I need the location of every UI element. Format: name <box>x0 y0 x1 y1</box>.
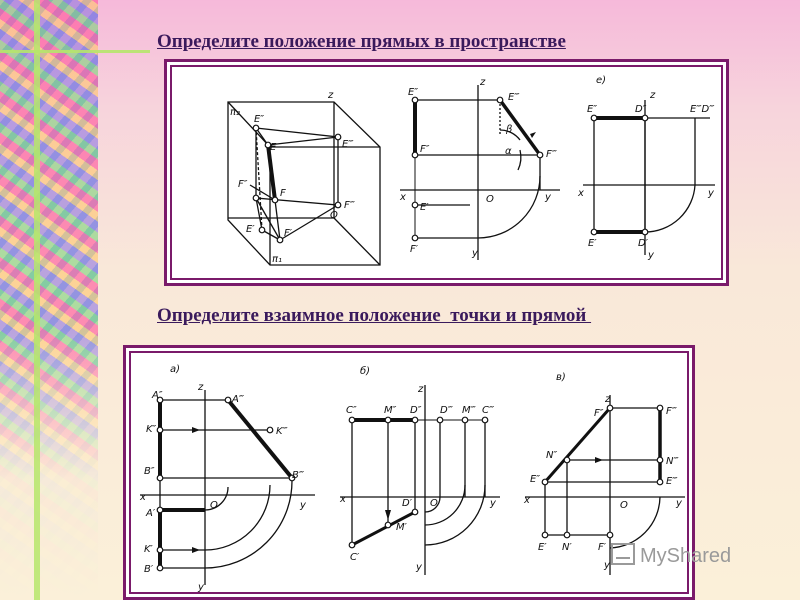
bottom-heading: Определите взаимное положение точки и пр… <box>157 305 592 326</box>
label-pi1: π₁ <box>272 254 282 265</box>
label-beta: β <box>505 124 513 135</box>
label-F1: F′ <box>410 244 419 255</box>
projections-a <box>140 390 315 585</box>
label-M1: M′ <box>396 522 408 533</box>
label-F2: F″ <box>238 179 248 190</box>
label-E2: E″ <box>408 87 418 98</box>
label-y2: y <box>415 562 423 573</box>
decorative-vertical-line <box>34 0 40 600</box>
projections-c <box>525 395 685 575</box>
label-F2: F″ <box>420 144 430 155</box>
label-O: O <box>486 194 494 205</box>
label-N1: N′ <box>562 542 572 553</box>
label-E: E <box>270 142 277 153</box>
label-N2: N″ <box>546 450 557 461</box>
label-K1: K′ <box>144 544 154 555</box>
label-O: O <box>620 500 628 511</box>
label-O: O <box>430 498 438 509</box>
label-M3: M‴ <box>462 405 477 416</box>
watermark-text: MyShared <box>640 545 731 567</box>
label-pi2: π₂ <box>230 107 240 118</box>
label-E1: E′ <box>246 224 255 235</box>
label-O: O <box>330 210 338 221</box>
label-A1: A′ <box>145 508 156 519</box>
label-E3: E‴ <box>508 92 520 103</box>
label-B1: B′ <box>144 564 154 575</box>
top-heading: Определите положение прямых в пространст… <box>157 31 566 52</box>
label-D1: D′ <box>402 498 413 509</box>
decorative-horizontal-line <box>0 50 150 53</box>
label-y: y <box>544 192 552 203</box>
label-z: z <box>197 382 204 393</box>
label-y: y <box>299 500 307 511</box>
label-y2: y <box>603 560 611 571</box>
label-K2: K″ <box>146 424 157 435</box>
label-B3: B‴ <box>292 470 305 481</box>
cube-figure <box>227 101 381 266</box>
label-K3: K‴ <box>276 426 289 437</box>
presentation-icon <box>611 543 635 565</box>
label-E3: E‴ <box>666 476 678 487</box>
label-M2: M″ <box>384 405 397 416</box>
label-y: y <box>675 498 683 509</box>
label-z: z <box>479 77 486 88</box>
label-F1: F′ <box>284 228 293 239</box>
label-y2: y <box>471 248 479 259</box>
label-F1: F′ <box>598 542 607 553</box>
label-E2: E″ <box>587 104 597 115</box>
label-y: y <box>707 188 715 199</box>
label-E2: E″ <box>254 114 264 125</box>
label-F3: F‴ <box>666 406 678 417</box>
label-D1: D′ <box>638 238 649 249</box>
label-E1: E′ <box>538 542 547 553</box>
projections-b <box>340 385 500 575</box>
label-B2: B″ <box>144 466 155 477</box>
label-z: z <box>604 394 611 405</box>
label-D2: D″ <box>410 405 422 416</box>
bottom-diagram-frame <box>123 345 695 600</box>
label-O: O <box>210 500 218 511</box>
label-F3: F‴ <box>546 149 558 160</box>
label-z: z <box>327 90 334 101</box>
label-y: y <box>489 498 497 509</box>
label-E1: E′ <box>588 238 597 249</box>
label-z: z <box>417 384 424 395</box>
label-a: а) <box>170 364 180 375</box>
label-x: x <box>339 494 346 505</box>
label-D3: D‴ <box>440 405 454 416</box>
label-F2: F″ <box>594 408 604 419</box>
label-C3: C‴ <box>482 405 495 416</box>
label-y2: y <box>647 250 655 261</box>
label-C2: C″ <box>346 405 357 416</box>
label-c: в) <box>556 372 566 383</box>
label-N3: N‴ <box>666 456 679 467</box>
label-E3D3: E‴D‴ <box>690 104 715 115</box>
label-x: x <box>577 188 584 199</box>
line-EF-projections <box>400 85 560 260</box>
label-A2: A″ <box>151 390 163 401</box>
label-x: x <box>399 192 406 203</box>
label-z: z <box>649 90 656 101</box>
label-F: F <box>280 188 286 199</box>
line-ED-projections <box>583 100 715 255</box>
label-F3: F‴ <box>344 200 356 211</box>
label-E2: E″ <box>530 474 540 485</box>
label-A3: A‴ <box>231 394 245 405</box>
strip-fade <box>0 330 98 600</box>
label-E3: E‴ <box>342 139 354 150</box>
watermark-logo: MyShared <box>610 536 760 572</box>
label-y2: y <box>197 582 205 593</box>
label-C1: C′ <box>350 552 360 563</box>
label-b: б) <box>360 365 370 377</box>
label-E1: E′ <box>420 202 429 213</box>
label-x: x <box>139 492 146 503</box>
label-e: e) <box>596 75 606 86</box>
label-x: x <box>523 495 530 506</box>
label-D2: D″ <box>635 104 647 115</box>
label-alpha: α <box>505 146 512 157</box>
